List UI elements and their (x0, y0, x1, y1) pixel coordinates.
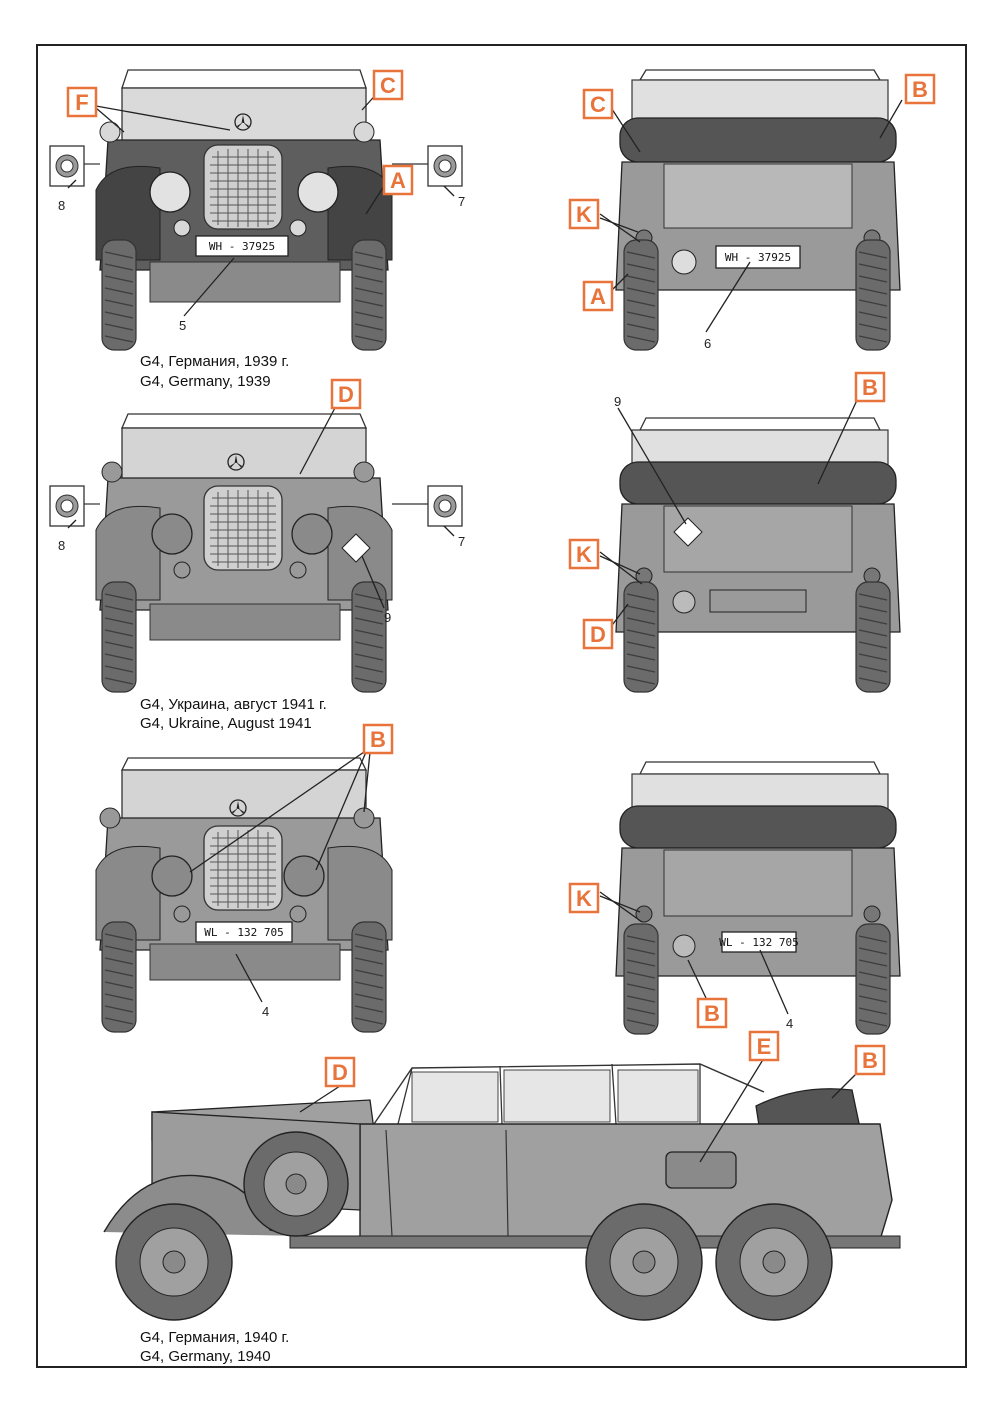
front-view-1939: WH - 37925 F C A 8 7 5 G4, Германия, 193… (49, 69, 465, 390)
num-4-a: 4 (262, 1004, 269, 1019)
num-9-a: 9 (384, 610, 391, 625)
num-8-a: 8 (58, 198, 65, 213)
svg-text:D: D (338, 382, 354, 407)
plate-front-1940: WL - 132 705 (204, 926, 283, 939)
svg-text:C: C (590, 92, 606, 117)
num-4-b: 4 (786, 1016, 793, 1031)
callout-d-2: D (582, 618, 614, 650)
svg-text:E: E (757, 1034, 772, 1059)
callout-e-1: E (748, 1030, 780, 1062)
callout-d-1: D (330, 378, 362, 410)
caption-1-en: G4, Germany, 1939 (140, 373, 271, 390)
svg-text:K: K (576, 886, 592, 911)
front-view-1941: D 8 7 9 G4, Украина, август 1941 г. G4, … (49, 378, 465, 732)
num-5: 5 (179, 318, 186, 333)
callout-b-3: B (362, 723, 394, 755)
svg-text:F: F (75, 90, 88, 115)
num-6: 6 (704, 336, 711, 351)
svg-text:K: K (576, 202, 592, 227)
callout-k-2: K (568, 538, 600, 570)
callout-k-3: K (568, 882, 600, 914)
side-view-1940: D E B G4, Германия, 1940 г. G4, Germany,… (103, 1030, 901, 1365)
plate-front-1939: WH - 37925 (209, 240, 275, 253)
callout-b-2: B (854, 371, 886, 403)
caption-3-en: G4, Germany, 1940 (140, 1348, 271, 1365)
callout-b-1: B (904, 73, 936, 105)
svg-text:B: B (862, 375, 878, 400)
callout-d-3: D (324, 1056, 356, 1088)
svg-text:A: A (390, 168, 406, 193)
svg-text:D: D (590, 622, 606, 647)
plate-rear-1940: WL - 132 705 (719, 936, 798, 949)
front-view-1940: WL - 132 705 B 4 (95, 723, 394, 1033)
svg-text:B: B (370, 727, 386, 752)
num-7-a: 7 (458, 194, 465, 209)
callout-c-2: C (582, 88, 614, 120)
svg-text:B: B (704, 1001, 720, 1026)
num-7-b: 7 (458, 534, 465, 549)
svg-text:B: B (912, 77, 928, 102)
rear-view-1939: WH - 37925 C B K A 6 (568, 69, 936, 351)
callout-b-5: B (854, 1044, 886, 1076)
rear-view-1941: 9 B K D (568, 371, 901, 693)
callout-c-1: C (372, 69, 404, 101)
num-8-b: 8 (58, 538, 65, 553)
svg-text:D: D (332, 1060, 348, 1085)
caption-3-ru: G4, Германия, 1940 г. (140, 1329, 289, 1346)
svg-text:A: A (590, 284, 606, 309)
rear-view-1940: WL - 132 705 K B 4 (568, 761, 901, 1035)
callout-a-1: A (382, 164, 414, 196)
callout-f-1: F (66, 86, 98, 118)
callout-k-1: K (568, 198, 600, 230)
caption-2-en: G4, Ukraine, August 1941 (140, 715, 312, 732)
svg-text:K: K (576, 542, 592, 567)
svg-text:B: B (862, 1048, 878, 1073)
callout-b-4: B (696, 997, 728, 1029)
caption-1-ru: G4, Германия, 1939 г. (140, 353, 289, 370)
caption-2-ru: G4, Украина, август 1941 г. (140, 696, 327, 713)
plate-rear-1939: WH - 37925 (725, 251, 791, 264)
svg-text:C: C (380, 73, 396, 98)
num-9-b: 9 (614, 394, 621, 409)
callout-a-2: A (582, 280, 614, 312)
